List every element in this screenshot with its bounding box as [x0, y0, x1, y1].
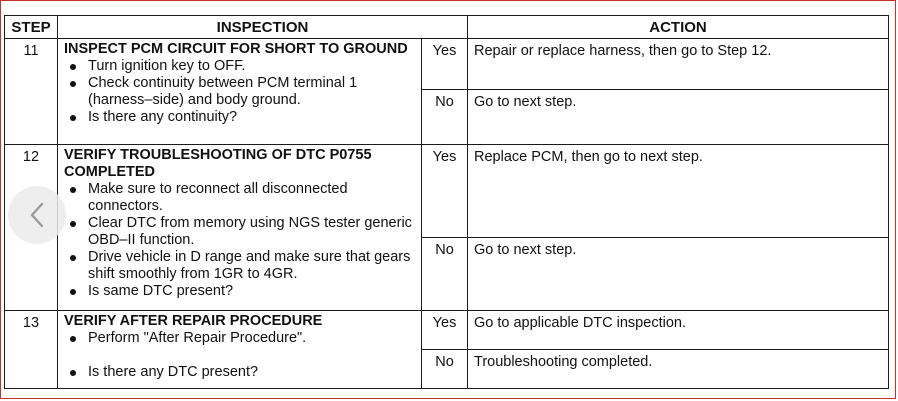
list-item: Is same DTC present? [64, 283, 415, 300]
step-number: 13 [4, 310, 58, 389]
yes-label: Yes [421, 37, 468, 91]
inspection-steps: Perform "After Repair Procedure". Is the… [64, 330, 415, 381]
troubleshooting-table: STEP INSPECTION ACTION 11 INSPECT PCM CI… [4, 15, 889, 389]
header-action: ACTION [467, 15, 889, 39]
list-item: Turn ignition key to OFF. [64, 58, 415, 75]
table-header-row: STEP INSPECTION ACTION [4, 15, 889, 39]
list-item: Make sure to reconnect all disconnected … [64, 181, 415, 215]
list-item: Is there any continuity? [64, 109, 415, 126]
inspection-title: INSPECT PCM CIRCUIT FOR SHORT TO GROUND [64, 41, 408, 57]
no-action: Go to next step. [467, 236, 889, 312]
inspection-cell: INSPECT PCM CIRCUIT FOR SHORT TO GROUND … [57, 37, 422, 146]
yes-action: Replace PCM, then go to next step. [467, 144, 889, 238]
inspection-title: VERIFY AFTER REPAIR PROCEDURE [64, 313, 323, 330]
table-row: No Go to next step. [5, 236, 889, 312]
no-action: Go to next step. [467, 89, 889, 146]
yes-action: Go to applicable DTC inspection. [467, 310, 889, 351]
chevron-left-icon [30, 202, 44, 228]
no-label: No [421, 349, 468, 389]
table-row: 13 VERIFY AFTER REPAIR PROCEDURE Perform… [4, 310, 889, 389]
header-inspection: INSPECTION [57, 15, 468, 39]
table-row: No Troubleshooting completed. [5, 349, 889, 389]
inspection-steps: Make sure to reconnect all disconnected … [64, 181, 415, 300]
yes-action: Repair or replace harness, then go to St… [467, 37, 889, 91]
table-row: 12 VERIFY TROUBLESHOOTING OF DTC P0755 C… [4, 144, 889, 312]
yes-label: Yes [421, 144, 468, 238]
no-label: No [421, 89, 468, 146]
inspection-cell: VERIFY TROUBLESHOOTING OF DTC P0755 COMP… [57, 144, 422, 312]
table-row: 11 INSPECT PCM CIRCUIT FOR SHORT TO GROU… [4, 37, 889, 146]
yes-label: Yes [421, 310, 468, 351]
list-item: Is there any DTC present? [64, 364, 415, 381]
no-action: Troubleshooting completed. [467, 349, 889, 389]
header-step: STEP [4, 15, 58, 39]
list-item: Drive vehicle in D range and make sure t… [64, 249, 415, 283]
inspection-title: VERIFY TROUBLESHOOTING OF DTC P0755 COMP… [64, 147, 372, 181]
list-item: Check continuity between PCM terminal 1 … [64, 75, 415, 109]
inspection-cell: VERIFY AFTER REPAIR PROCEDURE Perform "A… [57, 310, 422, 389]
list-item: Perform "After Repair Procedure". [64, 330, 415, 347]
list-item: Clear DTC from memory using NGS tester g… [64, 215, 415, 249]
step-number: 11 [4, 37, 58, 146]
table-row: No Go to next step. [5, 89, 889, 146]
previous-page-button[interactable] [8, 186, 66, 244]
inspection-steps: Turn ignition key to OFF. Check continui… [64, 58, 415, 126]
no-label: No [421, 236, 468, 312]
